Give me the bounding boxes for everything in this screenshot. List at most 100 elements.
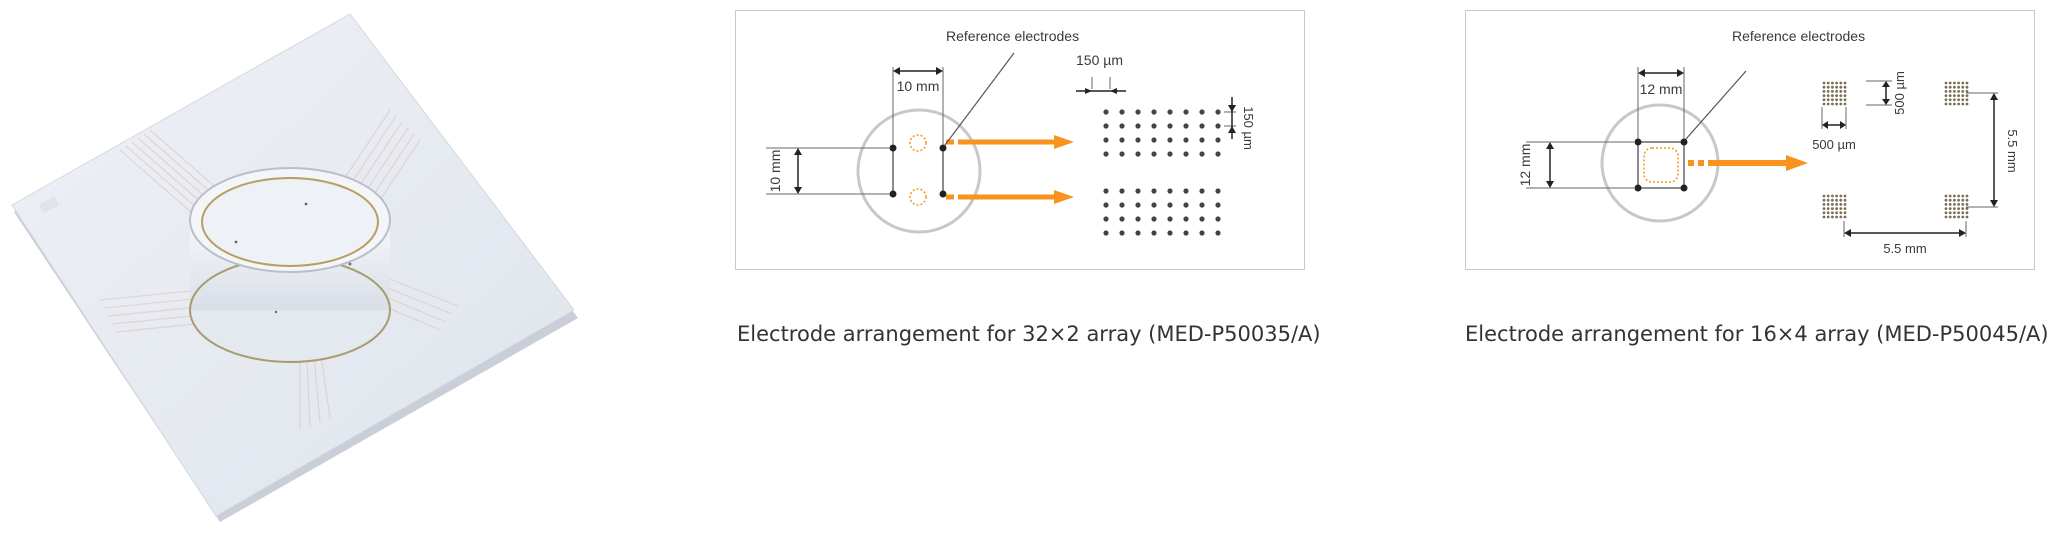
electrode-dot	[1826, 194, 1830, 198]
dimension-top-label: 12 mm	[1640, 81, 1683, 97]
electrode-dot	[1151, 137, 1157, 143]
electrode-dot	[1965, 203, 1969, 206]
electrode-dot	[1183, 109, 1189, 115]
electrode-dot	[1953, 194, 1956, 198]
reference-label: Reference electrodes	[1732, 28, 1865, 44]
electrode-dot	[1183, 151, 1189, 157]
electrode-dot	[1839, 211, 1843, 215]
electrode-dot	[1103, 137, 1109, 143]
electrode-dot	[1957, 98, 1960, 102]
electrode-dot	[1135, 137, 1141, 143]
electrode-dot	[1944, 207, 1948, 211]
electrode-dot	[1948, 198, 1952, 202]
electrode-dot	[1843, 207, 1847, 211]
electrode-dot	[1199, 188, 1205, 194]
electrode-dot	[1135, 188, 1141, 194]
diagram-32x2-svg: Reference electrodes 10 mm 10 mm 150 µm …	[766, 28, 1256, 236]
electrode-dot	[1843, 194, 1847, 198]
electrode-dot	[1822, 194, 1826, 198]
electrode-dot	[1119, 109, 1125, 115]
electrode-dot	[1826, 211, 1830, 215]
electrode-dot	[1103, 188, 1109, 194]
electrode-dot	[1183, 123, 1189, 129]
electrode-dot	[1183, 230, 1189, 236]
reference-pointer	[1685, 70, 1747, 140]
electrode-dot	[1183, 202, 1189, 208]
electrode-dot	[1961, 203, 1965, 206]
electrode-dot	[1835, 98, 1838, 102]
electrode-dot	[1167, 188, 1173, 194]
electrode-dot	[1965, 85, 1969, 89]
electrode-dot	[1948, 194, 1952, 198]
caption-32x2: Electrode arrangement for 32×2 array (ME…	[737, 322, 1321, 346]
electrode-dot	[1839, 194, 1843, 198]
electrode-dot	[1961, 102, 1965, 106]
electrode-dot	[1843, 211, 1847, 215]
electrode-dot	[1944, 85, 1948, 89]
electrode-dot	[1843, 81, 1847, 85]
electrode-dot	[1103, 151, 1109, 157]
electrode-dot	[1957, 207, 1960, 211]
electrode-dot	[1944, 198, 1948, 202]
electrode-dot	[1839, 85, 1843, 89]
electrode-dot	[1953, 98, 1956, 102]
electrode-dot	[1835, 211, 1838, 215]
electrode-dot	[1843, 98, 1847, 102]
electrode-dot	[1826, 90, 1830, 93]
electrode-dot	[1103, 123, 1109, 129]
electrode-dot	[1183, 188, 1189, 194]
electrode-dot	[1826, 85, 1830, 89]
electrode-dot	[1965, 194, 1969, 198]
electrode-dot	[1119, 123, 1125, 129]
electrode-dot	[1215, 202, 1221, 208]
electrode-dot	[1835, 85, 1838, 89]
electrode-dot	[1965, 94, 1969, 97]
electrode-dot	[1119, 216, 1125, 222]
electrode-dot	[1831, 203, 1834, 206]
arrow-head	[1786, 155, 1808, 171]
corner-electrode	[1680, 138, 1688, 146]
arrow-head-bottom	[1054, 190, 1074, 204]
electrode-dot	[1839, 215, 1843, 219]
electrode-dot	[1843, 215, 1847, 219]
electrode-dot	[1826, 207, 1830, 211]
electrode-dot	[1953, 215, 1956, 219]
electrode-diagram-32x2: Reference electrodes 10 mm 10 mm 150 µm …	[735, 10, 1305, 270]
electrode-cluster-top-left	[1822, 81, 1847, 106]
electrode-dot	[1151, 123, 1157, 129]
corner-electrode	[889, 144, 897, 152]
electrode-dot	[1965, 81, 1969, 85]
reference-pointer	[944, 52, 1015, 146]
electrode-dot	[1167, 202, 1173, 208]
electrode-dot	[1822, 102, 1826, 106]
electrode-dot	[1948, 90, 1952, 93]
electrode-dot	[1151, 188, 1157, 194]
electrode-dot	[1953, 85, 1956, 89]
electrode-dot	[1199, 123, 1205, 129]
electrode-dot	[1167, 216, 1173, 222]
electrode-diagram-16x4: Reference electrodes 12 mm 12 mm 500 µm …	[1465, 10, 2035, 270]
electrode-dot	[1835, 81, 1838, 85]
electrode-dot	[1151, 151, 1157, 157]
electrode-dot	[1843, 90, 1847, 93]
electrode-dot	[1961, 85, 1965, 89]
probe-illustration	[11, 13, 578, 522]
dimension-left-label: 10 mm	[767, 150, 783, 193]
electrode-dot	[1839, 203, 1843, 206]
electrode-dot	[1957, 198, 1960, 202]
electrode-dot	[1135, 230, 1141, 236]
electrode-dot	[1119, 151, 1125, 157]
electrode-dot	[1835, 194, 1838, 198]
reference-label: Reference electrodes	[946, 28, 1079, 44]
electrode-dot	[1199, 202, 1205, 208]
electrode-dot	[1948, 203, 1952, 206]
electrode-dot	[1826, 198, 1830, 202]
dimension-left-label: 12 mm	[1517, 144, 1533, 187]
electrode-dot	[1831, 198, 1834, 202]
electrode-dot	[1843, 198, 1847, 202]
electrode-dot	[1944, 215, 1948, 219]
electrode-dot	[1835, 203, 1838, 206]
electrode-dot	[1831, 85, 1834, 89]
electrode-dot	[1167, 109, 1173, 115]
electrode-dot	[1215, 123, 1221, 129]
